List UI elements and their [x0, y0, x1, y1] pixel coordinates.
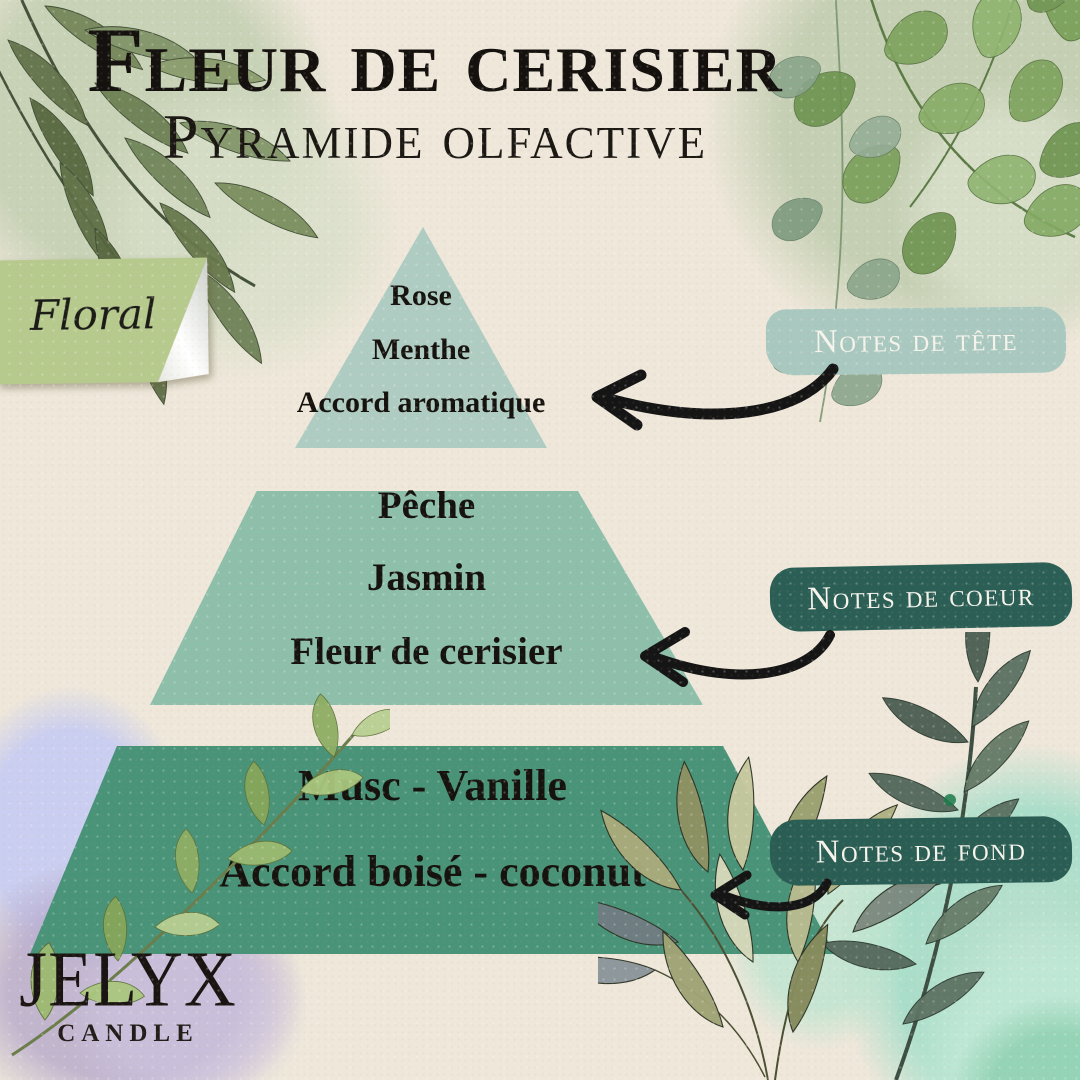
callout-label: Notes de fond [815, 831, 1027, 870]
page-title: Fleur de cerisier [87, 9, 783, 111]
note-text: Rose [390, 279, 452, 312]
leaf-branch-decoration-bottom-left [11, 692, 390, 1057]
curved-arrow-icon-base [710, 870, 832, 920]
note-text: Accord aromatique [296, 386, 546, 419]
category-label: Floral [29, 289, 157, 341]
pyramid-tier-top: Rose Menthe Accord aromatique [295, 227, 547, 448]
page-subtitle: Pyramide olfactive [162, 101, 708, 173]
olive-leaves-decoration-top-left [0, 0, 324, 408]
note-text: Accord boisé - coconut [219, 847, 646, 896]
note-text: Menthe [371, 333, 471, 366]
note-text: Fleur de cerisier [290, 630, 563, 673]
pyramid-tier-heart: Pêche Jasmin Fleur de cerisier [150, 484, 703, 705]
callout-label: Notes de coeur [806, 576, 1036, 617]
curved-arrow-icon-top [591, 363, 839, 431]
brand-descriptor: CANDLE [57, 1019, 199, 1047]
brand-logo: JELYX CANDLE [4, 938, 252, 1048]
note-text: Pêche [377, 484, 476, 527]
brand-name: JELYX [19, 934, 237, 1023]
category-sticky-note: Floral [0, 258, 209, 385]
header: Fleur de cerisier Pyramide olfactive [0, 9, 870, 173]
note-text: Jasmin [366, 556, 487, 599]
curved-arrow-icon-heart [640, 627, 835, 687]
